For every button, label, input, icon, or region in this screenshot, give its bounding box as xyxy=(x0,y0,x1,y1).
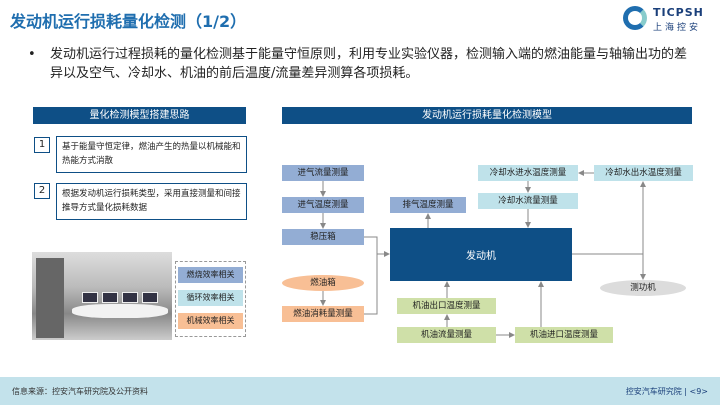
legend-mechanical: 机械效率相关 xyxy=(178,313,243,329)
legend-combustion: 燃烧效率相关 xyxy=(178,267,243,283)
node-coolant-in-temp: 冷却水进水温度测量 xyxy=(478,165,578,181)
page-number: <9> xyxy=(689,387,709,396)
node-intake-flow: 进气流量测量 xyxy=(282,165,364,181)
node-engine: 发动机 xyxy=(390,228,572,281)
node-coolant-out-temp: 冷却水出水温度测量 xyxy=(594,165,693,181)
legend-cycle: 循环效率相关 xyxy=(178,290,243,306)
diagram-header: 发动机运行损耗量化检测模型 xyxy=(282,107,692,124)
page-title: 发动机运行损耗量化检测（1/2） xyxy=(10,12,247,31)
logo-icon xyxy=(623,6,647,30)
bullet-text: 发动机运行过程损耗的量化检测基于能量守恒原则，利用专业实验仪器，检测输入端的燃油… xyxy=(50,47,688,81)
logo-subtext: 上海控安 xyxy=(653,23,702,33)
test-lab-photo xyxy=(32,252,172,340)
step-number: 2 xyxy=(34,183,50,199)
logo-text: TICPSH xyxy=(653,6,704,19)
node-dyno: 测功机 xyxy=(600,280,686,296)
summary-bullet: • 发动机运行过程损耗的量化检测基于能量守恒原则，利用专业实验仪器，检测输入端的… xyxy=(28,45,693,83)
node-coolant-flow: 冷却水流量测量 xyxy=(478,193,578,209)
bullet-marker: • xyxy=(28,47,36,62)
footer-org-page: 控安汽车研究院 | <9> xyxy=(625,387,709,396)
node-fuel-tank: 燃油箱 xyxy=(282,275,364,291)
source-note: 信息来源：控安汽车研究院及公开资料 xyxy=(12,387,148,396)
node-oil-flow: 机油流量测量 xyxy=(397,327,496,343)
node-oil-in-temp: 机油进口温度测量 xyxy=(515,327,613,343)
footer: 信息来源：控安汽车研究院及公开资料 控安汽车研究院 | <9> xyxy=(0,377,720,405)
step-text: 根据发动机运行损耗类型，采用直接测量和间接推导方式量化损耗数据 xyxy=(56,183,247,220)
legend-box xyxy=(175,261,246,337)
left-panel-header: 量化检测模型搭建思路 xyxy=(33,107,246,124)
step-number: 1 xyxy=(34,137,50,153)
node-plenum: 稳压箱 xyxy=(282,229,364,245)
node-oil-out-temp: 机油出口温度测量 xyxy=(397,298,496,314)
logo: TICPSH 上海控安 xyxy=(623,4,715,34)
node-intake-temp: 进气温度测量 xyxy=(282,197,364,213)
node-fuel-consumption: 燃油消耗量测量 xyxy=(282,306,364,322)
node-exhaust-temp: 排气温度测量 xyxy=(390,197,466,213)
org-name: 控安汽车研究院 xyxy=(625,387,682,396)
step-text: 基于能量守恒定律，燃油产生的热量以机械能和热能方式消散 xyxy=(56,136,247,173)
